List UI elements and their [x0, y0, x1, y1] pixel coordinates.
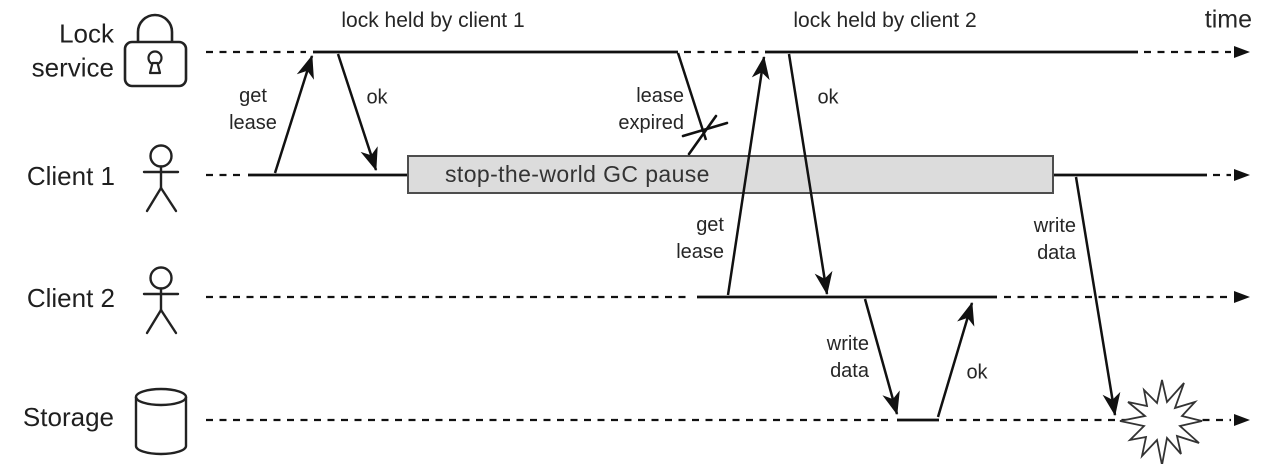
database-icon — [134, 387, 188, 456]
arrow-get-lease-1 — [273, 55, 314, 174]
arrow-get-lease-2 — [726, 56, 770, 296]
padlock-icon — [123, 13, 188, 88]
person-icon — [142, 144, 180, 213]
gc-pause-box — [407, 155, 1054, 194]
person-icon — [142, 266, 180, 335]
time-axis-arrowheads — [1234, 46, 1250, 426]
arrow-lease-expired — [676, 52, 708, 141]
arrow-write-data-c1 — [1074, 176, 1121, 416]
explosion-icon — [1119, 379, 1203, 464]
arrow-write-data-c2 — [863, 298, 900, 415]
arrow-ok-storage — [936, 302, 975, 418]
message-arrows — [273, 52, 1121, 418]
message-lost-x-icon — [681, 114, 729, 156]
arrow-ok-1 — [336, 53, 378, 171]
arrow-ok-2 — [787, 53, 833, 295]
